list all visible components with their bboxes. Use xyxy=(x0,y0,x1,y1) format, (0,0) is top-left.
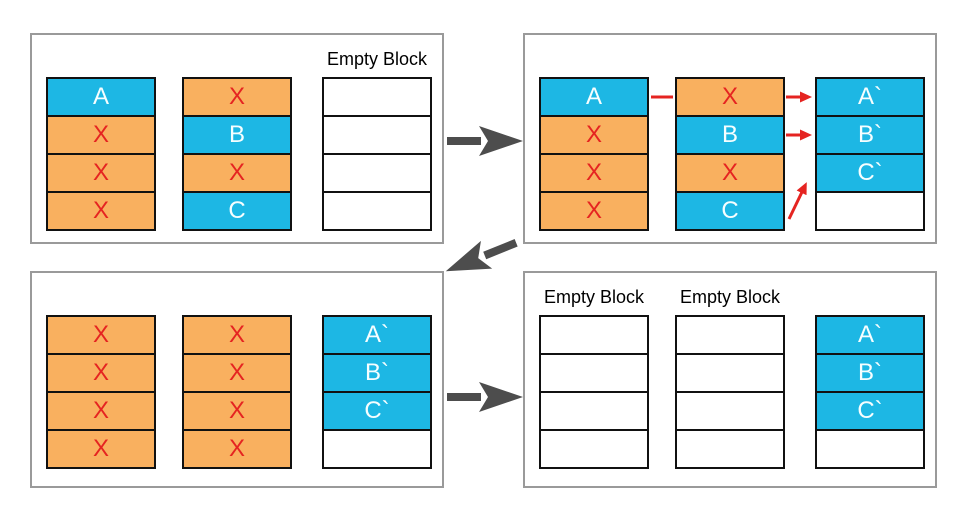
page-cell: B xyxy=(675,115,785,155)
panel-step-4-blocks-erased: Empty Block Empty Block A` B` C` xyxy=(523,271,937,488)
page-cell xyxy=(322,153,432,193)
empty-block-label: Empty Block xyxy=(679,287,781,307)
page-cell: X xyxy=(182,153,292,193)
page-cell: C` xyxy=(322,391,432,431)
page-cell: X xyxy=(46,315,156,355)
page-cell: X xyxy=(46,429,156,469)
block-column-3-target: A` B` C` xyxy=(815,77,925,231)
block-column-2: X B X C xyxy=(182,77,292,231)
page-cell: X xyxy=(46,153,156,193)
flow-arrow-right-icon xyxy=(447,126,523,156)
page-cell xyxy=(675,315,785,355)
page-cell: B` xyxy=(815,353,925,393)
block-column-1-empty: Empty Block xyxy=(539,287,649,469)
page-cell xyxy=(322,429,432,469)
page-cell xyxy=(322,115,432,155)
page-cell: C xyxy=(182,191,292,231)
page-cell xyxy=(815,191,925,231)
page-cell: A xyxy=(539,77,649,117)
page-cell: A` xyxy=(322,315,432,355)
page-cell: A xyxy=(46,77,156,117)
page-cell: A` xyxy=(815,77,925,117)
page-cell xyxy=(539,353,649,393)
panel-step-1-initial-state: A X X X X B X C Empty Block xyxy=(30,33,444,244)
page-cell: X xyxy=(46,191,156,231)
page-cell: X xyxy=(46,391,156,431)
copy-arrow-c-icon xyxy=(787,182,807,220)
block-column-2: X B X C xyxy=(675,77,785,231)
page-cell: X xyxy=(182,391,292,431)
block-column-1: A X X X xyxy=(539,77,649,231)
page-cell: X xyxy=(539,153,649,193)
panel-step-2-copy-valid-pages: A X X X X B X C A` B` C` xyxy=(523,33,937,244)
page-cell: X xyxy=(182,77,292,117)
block-column-1: A X X X xyxy=(46,77,156,231)
page-cell: X xyxy=(182,429,292,469)
page-cell: C` xyxy=(815,153,925,193)
page-cell xyxy=(539,391,649,431)
page-cell xyxy=(322,191,432,231)
page-cell: C` xyxy=(815,391,925,431)
panel-step-3-after-copy: X X X X X X X X A` B` C` xyxy=(30,271,444,488)
block-column-2-empty: Empty Block xyxy=(675,287,785,469)
empty-block-label: Empty Block xyxy=(543,287,645,307)
block-column-3-target: A` B` C` xyxy=(322,315,432,469)
page-cell xyxy=(675,391,785,431)
page-cell: X xyxy=(539,191,649,231)
page-cell xyxy=(675,353,785,393)
page-cell: B xyxy=(182,115,292,155)
page-cell xyxy=(539,315,649,355)
block-column-1: X X X X xyxy=(46,315,156,469)
page-cell: X xyxy=(675,77,785,117)
flow-arrow-down-left-icon xyxy=(445,239,518,272)
page-cell xyxy=(675,429,785,469)
page-cell: X xyxy=(539,115,649,155)
page-cell: X xyxy=(182,315,292,355)
page-cell: A` xyxy=(815,315,925,355)
flow-arrow-right-icon xyxy=(447,382,523,412)
page-cell xyxy=(539,429,649,469)
block-column-3-target: A` B` C` xyxy=(815,315,925,469)
empty-block-label: Empty Block xyxy=(326,49,428,69)
page-cell: X xyxy=(46,115,156,155)
page-cell xyxy=(815,429,925,469)
page-cell: X xyxy=(182,353,292,393)
page-cell xyxy=(322,77,432,117)
block-column-2: X X X X xyxy=(182,315,292,469)
page-cell: X xyxy=(675,153,785,193)
page-cell: C xyxy=(675,191,785,231)
page-cell: B` xyxy=(815,115,925,155)
page-cell: X xyxy=(46,353,156,393)
block-column-3-empty: Empty Block xyxy=(322,49,432,231)
page-cell: B` xyxy=(322,353,432,393)
